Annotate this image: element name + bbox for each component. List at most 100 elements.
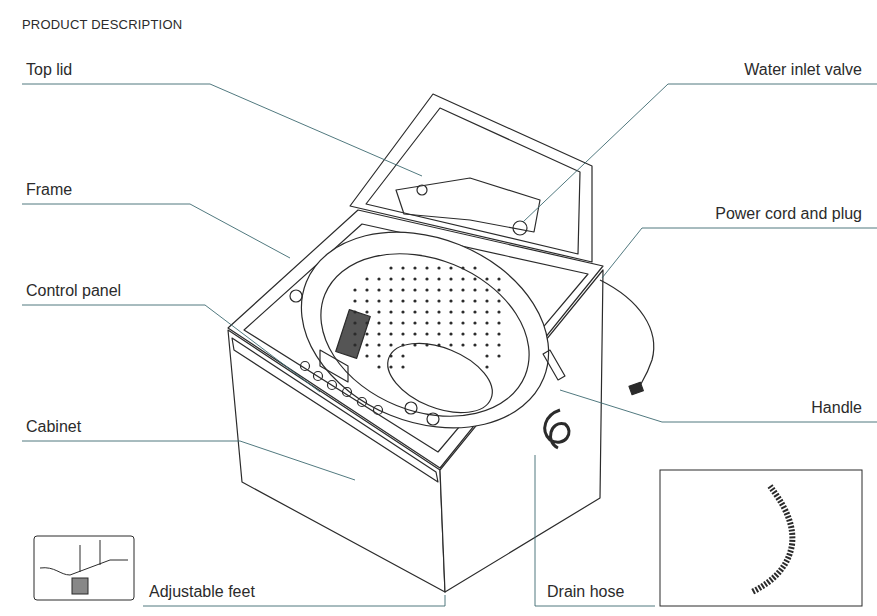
drum-hole xyxy=(353,343,356,346)
drum-hole xyxy=(389,310,392,313)
drum-hole xyxy=(389,343,392,346)
drum-hole xyxy=(473,266,476,269)
drum-hole xyxy=(365,321,368,324)
drum-hole xyxy=(425,310,428,313)
drum-hole xyxy=(485,299,488,302)
drum-hole xyxy=(353,310,356,313)
drum-hole xyxy=(497,343,500,346)
drum-hole xyxy=(425,321,428,324)
leader-line xyxy=(22,305,320,392)
handle xyxy=(543,350,565,380)
water-inlet-valve xyxy=(513,221,527,235)
drum-hole xyxy=(389,277,392,280)
drum-hole xyxy=(497,310,500,313)
drum-hole xyxy=(497,299,500,302)
drum-hole xyxy=(377,332,380,335)
drum-hole xyxy=(461,310,464,313)
drum-hole xyxy=(485,310,488,313)
button xyxy=(301,362,310,371)
drum-hole xyxy=(401,321,404,324)
lid-detail xyxy=(417,185,427,195)
drum-hole xyxy=(365,343,368,346)
drum-hole xyxy=(425,288,428,291)
drum-hole xyxy=(449,288,452,291)
knob xyxy=(427,413,439,425)
title: PRODUCT DESCRIPTION xyxy=(22,17,182,32)
part-label: Frame xyxy=(26,180,72,200)
drum-hole xyxy=(473,321,476,324)
adjustable-foot xyxy=(72,578,88,594)
inset-box xyxy=(660,470,862,606)
drum-hole xyxy=(377,343,380,346)
drum-hole xyxy=(473,277,476,280)
drum-hole xyxy=(473,343,476,346)
drum-hole xyxy=(389,288,392,291)
drum-hole xyxy=(389,299,392,302)
drum-hole xyxy=(353,288,356,291)
foot-detail xyxy=(100,540,101,565)
drum-hole xyxy=(413,288,416,291)
drum-hole xyxy=(449,343,452,346)
drum-hole xyxy=(413,266,416,269)
drum-hole xyxy=(461,277,464,280)
drum-hole xyxy=(437,288,440,291)
drum-hole xyxy=(365,288,368,291)
foot-base xyxy=(40,560,128,575)
drum-hole xyxy=(437,310,440,313)
lid-inner xyxy=(366,108,580,254)
drum-hole xyxy=(425,343,428,346)
drum-hole xyxy=(461,299,464,302)
drum-hole xyxy=(449,266,452,269)
drum-hole xyxy=(449,277,452,280)
top-lid xyxy=(350,94,592,262)
drum-hole xyxy=(485,277,488,280)
drum-hole xyxy=(497,288,500,291)
leader-line xyxy=(535,455,655,606)
drum-hole xyxy=(413,332,416,335)
softener-cup xyxy=(290,290,302,302)
drum-hole xyxy=(497,332,500,335)
part-label: Water inlet valve xyxy=(744,60,862,80)
drum-hole xyxy=(425,332,428,335)
drum-hole xyxy=(401,365,404,368)
lid-dispenser xyxy=(396,178,540,232)
leader-line xyxy=(560,390,877,422)
button xyxy=(343,388,352,397)
drum-hole xyxy=(425,299,428,302)
drum-hole xyxy=(485,332,488,335)
drum-hole xyxy=(353,332,356,335)
drum-hole xyxy=(377,277,380,280)
drum-hole xyxy=(425,277,428,280)
part-label: Control panel xyxy=(26,281,121,301)
drum-rim xyxy=(296,224,553,446)
drum-hole xyxy=(377,354,380,357)
pulsator xyxy=(378,330,502,427)
drum-hole xyxy=(365,299,368,302)
drum-hole xyxy=(473,299,476,302)
drum-hole xyxy=(449,321,452,324)
drum-hole xyxy=(449,299,452,302)
drum-hole xyxy=(437,277,440,280)
drum-hole xyxy=(485,288,488,291)
drum-hole xyxy=(437,299,440,302)
drum-hole xyxy=(389,266,392,269)
part-label: Power cord and plug xyxy=(715,204,862,224)
part-label: Cabinet xyxy=(26,417,81,437)
drum-hole xyxy=(365,332,368,335)
drum-hole xyxy=(401,266,404,269)
drum-hole xyxy=(497,277,500,280)
drum-hole xyxy=(353,321,356,324)
leader-line xyxy=(523,84,877,222)
drum-hole xyxy=(461,343,464,346)
drum-hole xyxy=(473,288,476,291)
drum-hole xyxy=(389,365,392,368)
drum-hole xyxy=(437,266,440,269)
drum-hole xyxy=(473,310,476,313)
drum-hole xyxy=(377,310,380,313)
drum-hole xyxy=(437,321,440,324)
drum-hole xyxy=(485,365,488,368)
part-label: Top lid xyxy=(26,60,72,80)
foot-detail xyxy=(80,545,81,572)
button xyxy=(314,372,323,381)
drum-hole xyxy=(461,332,464,335)
